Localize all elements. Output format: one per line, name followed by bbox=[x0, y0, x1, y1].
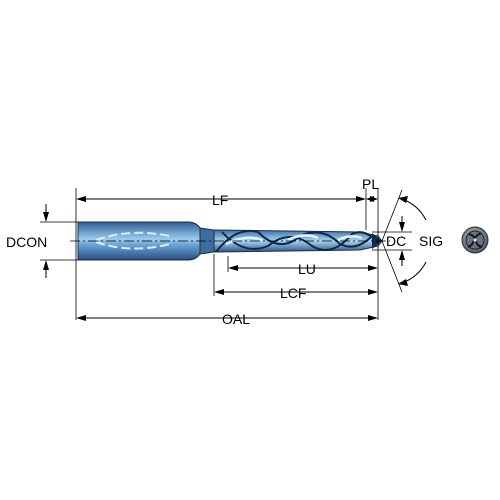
drill-end-view-icon bbox=[461, 226, 489, 254]
helix-highlights bbox=[225, 234, 363, 246]
lcf-label: LCF bbox=[280, 285, 306, 301]
oal-label: OAL bbox=[222, 311, 250, 327]
dcon-label: DCON bbox=[6, 234, 47, 250]
drill-body bbox=[70, 221, 390, 261]
sig-label: SIG bbox=[419, 233, 443, 249]
lf-label: LF bbox=[212, 192, 228, 208]
dc-label: DC bbox=[386, 233, 406, 249]
dimensions bbox=[40, 188, 427, 321]
shank-highlight bbox=[95, 231, 171, 250]
pl-label: PL bbox=[362, 176, 379, 192]
lu-label: LU bbox=[298, 261, 316, 277]
